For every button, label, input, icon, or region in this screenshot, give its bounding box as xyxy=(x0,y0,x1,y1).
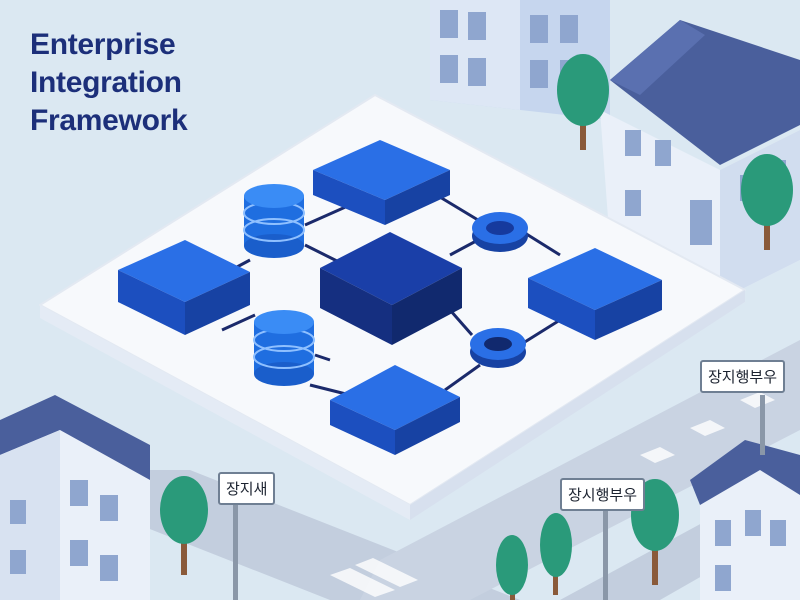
title-line-3: Framework xyxy=(30,104,188,137)
server-block xyxy=(330,365,460,455)
database-cylinder xyxy=(243,184,305,258)
building-bottom-right xyxy=(690,440,800,600)
server-block xyxy=(118,240,250,335)
database-cylinder xyxy=(253,310,315,386)
tree xyxy=(540,513,572,595)
street-sign-left: 장지새 xyxy=(218,472,276,505)
tree xyxy=(496,535,528,600)
ring-connector xyxy=(472,212,528,252)
tree xyxy=(741,154,793,250)
tree xyxy=(160,476,208,575)
tree xyxy=(557,54,609,150)
trees xyxy=(160,54,793,600)
server-block xyxy=(313,140,450,225)
sign-post xyxy=(603,500,608,600)
title-line-2: Integration xyxy=(30,66,182,99)
building-top-center xyxy=(430,0,610,120)
sign-post xyxy=(760,395,765,455)
server-block xyxy=(528,248,662,340)
street-sign-center: 장시행부우 xyxy=(560,478,646,511)
sign-post xyxy=(233,500,238,600)
building-bottom-left xyxy=(0,395,150,600)
ring-connector xyxy=(470,328,526,368)
title-line-1: Enterprise xyxy=(30,28,176,61)
server-block-central xyxy=(320,232,462,345)
page-title: Enterprise Integration Framework xyxy=(30,26,188,140)
street-sign-right: 장지행부우 xyxy=(700,360,786,393)
